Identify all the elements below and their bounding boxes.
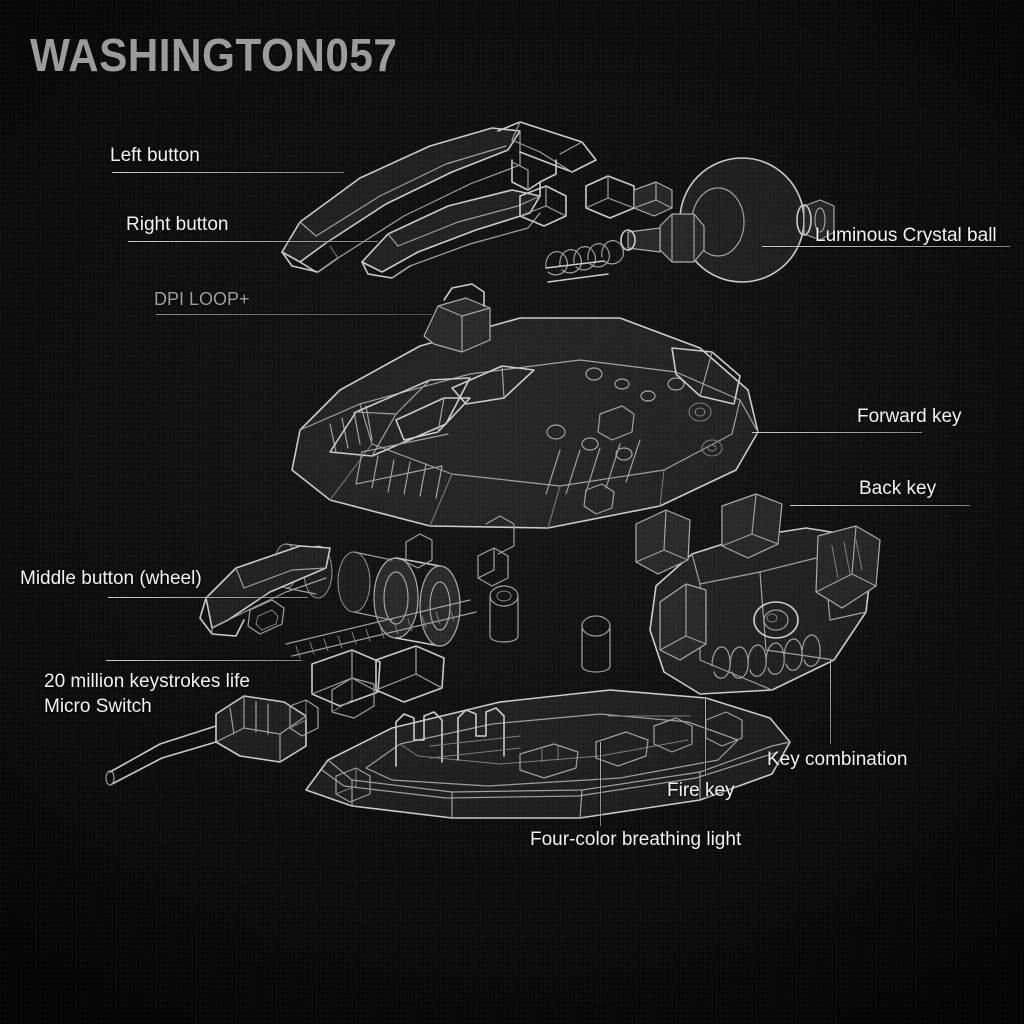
leader-right-button (128, 241, 378, 242)
leader-left-button (112, 172, 344, 173)
leader-fire-key (705, 698, 706, 776)
callout-forward-key: Forward key (857, 406, 962, 427)
callout-micro-switch-line1: 20 million keystrokes life (44, 671, 250, 692)
leader-middle-button (108, 597, 308, 598)
scroll-wheel-assembly (199, 515, 611, 707)
spring (545, 240, 624, 283)
leader-dpi-loop (156, 314, 432, 315)
watermark-text: WASHINGTON057 (30, 29, 398, 81)
callout-fire-key: Fire key (667, 780, 735, 801)
callout-middle-button: Middle button (wheel) (20, 568, 202, 589)
crystal-ball-assembly (519, 157, 835, 283)
callout-right-button: Right button (126, 214, 229, 235)
callout-back-key: Back key (859, 478, 937, 499)
callout-crystal-ball: Luminous Crystal ball (815, 225, 997, 246)
leader-breathing-light (600, 742, 601, 826)
callout-breathing-light: Four-color breathing light (530, 829, 742, 850)
leader-micro-switch (106, 660, 302, 661)
upper-chassis (291, 283, 759, 529)
callout-key-combination: Key combination (767, 749, 908, 770)
leader-forward-key (752, 432, 922, 433)
top-shell-buttons (281, 121, 597, 279)
right-side-shell (635, 493, 881, 695)
leader-key-combination (830, 660, 831, 744)
callout-micro-switch-line2: Micro Switch (44, 696, 152, 717)
callout-left-button: Left button (110, 145, 200, 166)
leader-crystal-ball (762, 246, 1010, 247)
leader-back-key (790, 505, 970, 506)
callout-dpi-loop: DPI LOOP+ (154, 289, 250, 309)
